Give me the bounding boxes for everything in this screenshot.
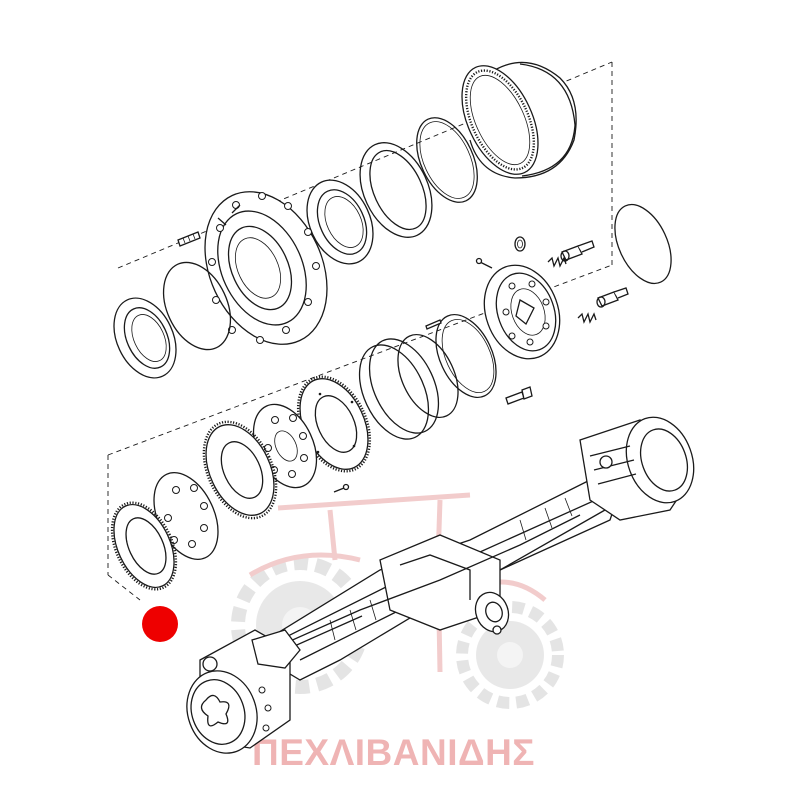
guide-bolt: [505, 386, 533, 405]
small-screw-upper: [475, 257, 493, 269]
friction-disc-splined: [296, 375, 372, 473]
spring-upper: [547, 256, 567, 268]
friction-disc-toothed: [202, 420, 278, 520]
watermark-tractor-lines: [248, 492, 547, 673]
small-pin-mid: [425, 319, 442, 330]
small-screw-lower: [333, 483, 350, 493]
watermark-brand-text: ΠΕΧΛΙΒΑΝΙΔΗΣ: [252, 732, 535, 773]
oil-seal-left: [113, 297, 177, 379]
left-hub-center-cap: [200, 694, 230, 727]
small-washer: [514, 236, 526, 252]
left-wheel-hub: [186, 629, 301, 754]
watermark-wheel-right: [456, 601, 564, 709]
front-axle-assembly: [186, 416, 695, 754]
o-ring-left: [162, 261, 232, 351]
snap-ring-upper: [416, 117, 478, 203]
bearing-cup: [306, 179, 374, 265]
right-wheel-hub: [579, 416, 695, 521]
bleed-valve-upper: [560, 240, 595, 262]
large-o-ring: [614, 203, 672, 285]
exploded-view-frame: [107, 61, 613, 601]
outer-friction-disc: [110, 501, 178, 591]
brake-piston-housing: [483, 264, 561, 360]
stud-pin: [177, 231, 201, 247]
spring-lower: [577, 312, 597, 324]
spring-ring-coil: [358, 338, 440, 440]
highlight-marker-dot: [142, 606, 178, 642]
pinion-flange: [474, 591, 510, 635]
piston-ring-a: [435, 313, 497, 399]
piston-ring-b: [397, 333, 459, 419]
bleed-valve-lower: [596, 287, 629, 308]
seal-ring: [359, 142, 433, 238]
hub-drum: [461, 61, 577, 179]
wheel-hub-flange: [204, 191, 328, 345]
